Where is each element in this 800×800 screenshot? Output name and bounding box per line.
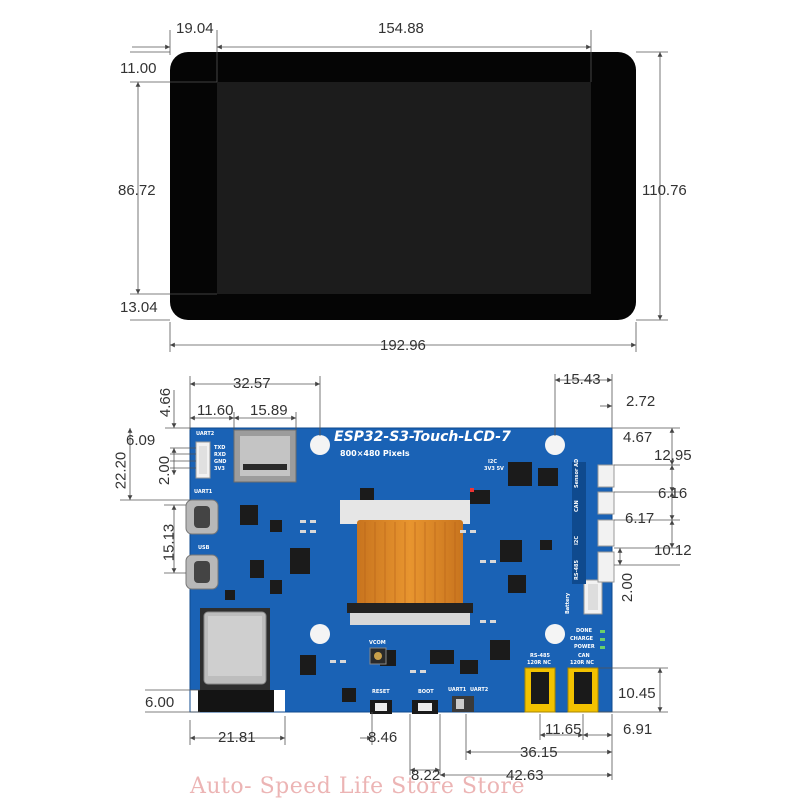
silk-uart2: UART2 xyxy=(196,431,215,437)
silk-rs485-side: RS-485 xyxy=(574,560,580,580)
silk-rs485-sub: 120R NC xyxy=(527,660,551,666)
ic-chips xyxy=(225,462,558,702)
battery-connector xyxy=(583,579,603,615)
dim-top-bezel: 11.00 xyxy=(120,60,157,77)
lcd-panel xyxy=(170,52,636,320)
dim-screen-width: 154.88 xyxy=(378,20,424,37)
dim-right-top: 4.67 xyxy=(623,429,653,446)
dim-bottom-bezel: 13.04 xyxy=(120,299,158,316)
uart2-connector xyxy=(195,441,211,479)
dim-module-left: 21.81 xyxy=(218,729,256,746)
dim-sd-left: 11.60 xyxy=(197,402,234,419)
silk-rs485: RS-485 xyxy=(530,653,550,659)
silk-charge: CHARGE xyxy=(570,636,594,642)
dim-right-hole: 15.43 xyxy=(563,371,601,388)
silk-3v3: 3V3 xyxy=(214,466,225,472)
dim-boot-pos: 8.22 xyxy=(411,767,441,784)
dim-sd-width: 15.89 xyxy=(250,402,288,419)
silk-battery: Battery xyxy=(565,592,571,614)
dim-right-edge: 2.72 xyxy=(626,393,656,410)
dim-usb-spacing: 15.13 xyxy=(160,523,178,562)
silk-i2c-side: I2C xyxy=(574,535,580,545)
dim-module-bottom: 6.00 xyxy=(145,694,175,711)
uart-select-switch xyxy=(452,696,474,712)
dim-connector-a: 12.95 xyxy=(654,447,692,464)
silk-power: POWER xyxy=(574,644,595,650)
silk-can: CAN xyxy=(578,653,590,659)
silk-txd: TXD xyxy=(214,445,226,451)
silk-uart1: UART1 xyxy=(194,489,213,495)
dim-total-offset: 42.63 xyxy=(506,767,544,784)
silk-can-side: CAN xyxy=(574,500,580,512)
dim-reset-pos: 8.46 xyxy=(368,729,398,746)
silk-i2c-pins: 3V3 5V xyxy=(484,466,504,472)
passive-components xyxy=(300,520,496,673)
fpc-ribbon-connector xyxy=(340,500,473,625)
red-led xyxy=(470,488,474,492)
dim-term-height: 10.45 xyxy=(618,685,656,702)
board-title: ESP32-S3-Touch-LCD-7 xyxy=(334,429,511,445)
silk-reset: RESET xyxy=(372,689,390,695)
dim-term-edge: 6.91 xyxy=(623,721,653,738)
dim-left-bezel: 19.04 xyxy=(176,20,214,37)
dim-connector-pitch: 2.00 xyxy=(619,572,637,603)
silk-can-sub: 120R NC xyxy=(570,660,594,666)
silk-sensor-ad: Sensor AD xyxy=(574,458,580,488)
silk-gnd: GND xyxy=(214,459,227,465)
reset-button xyxy=(370,700,392,714)
silk-rxd: RXD xyxy=(214,452,226,458)
silk-done: DONE xyxy=(576,628,593,634)
dim-connector-d: 10.12 xyxy=(654,542,692,559)
watermark: Auto- Speed Life Store Store xyxy=(190,774,526,799)
dim-uart2-pin-pitch: 2.00 xyxy=(156,455,174,486)
vcom-pot xyxy=(369,647,387,665)
dim-connector-b: 6.16 xyxy=(658,485,688,502)
dim-uart2-pitch: 6.09 xyxy=(126,432,156,449)
dim-term-offset: 36.15 xyxy=(520,744,558,761)
usb-c-usb-port xyxy=(185,554,219,590)
right-side-connectors xyxy=(572,462,615,584)
board-dimension-lines xyxy=(120,374,680,780)
dim-screen-height: 86.72 xyxy=(118,182,156,199)
can-terminal xyxy=(567,667,599,713)
sd-card-slot xyxy=(233,429,297,483)
dim-sd-offset: 32.57 xyxy=(233,375,271,392)
dim-total-width: 192.96 xyxy=(380,337,426,354)
silk-vcom: VCOM xyxy=(369,640,386,646)
dim-connector-c: 6.17 xyxy=(625,510,655,527)
silk-uart-sel-1: UART1 xyxy=(448,687,467,693)
top-dimension-lines xyxy=(130,30,668,352)
rs485-terminal xyxy=(524,667,556,713)
usb-c-uart1-port xyxy=(185,499,219,535)
dim-total-height: 110.76 xyxy=(642,182,687,199)
silk-i2c: I2C xyxy=(488,459,498,465)
dim-top-offset: 4.66 xyxy=(157,387,175,418)
silk-boot: BOOT xyxy=(418,689,434,695)
esp32-module xyxy=(198,608,274,712)
board-subtitle: 800×480 Pixels xyxy=(340,449,410,458)
boot-button xyxy=(412,700,438,714)
dim-term-gap: 11.65 xyxy=(545,721,582,738)
dim-uart2-offset: 22.20 xyxy=(112,451,130,490)
status-leds xyxy=(600,630,605,649)
silk-uart-sel-2: UART2 xyxy=(470,687,489,693)
silk-usb: USB xyxy=(198,545,210,551)
